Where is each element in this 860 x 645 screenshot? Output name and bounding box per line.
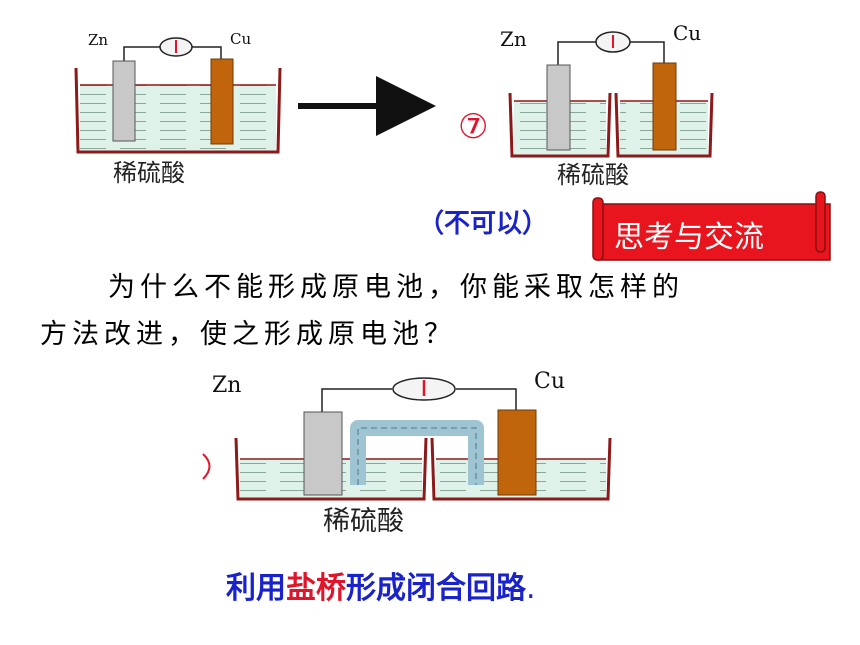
top-right-cell: Zn Cu ⑦ 稀硫酸 <box>458 21 714 189</box>
answer-part-2: 形成闭合回路 <box>346 571 526 606</box>
beaker <box>74 67 282 154</box>
question-line-2: 方法改进，使之形成原电池？ <box>40 319 456 350</box>
zinc-electrode <box>546 64 571 151</box>
badge-scroll-left-roll <box>592 197 604 261</box>
electrolyte-liquid <box>80 85 276 152</box>
discussion-badge <box>592 191 831 261</box>
wire-right <box>192 46 222 60</box>
answer-period: . <box>526 571 536 606</box>
answer-text: 利用盐桥形成闭合回路. <box>226 563 536 607</box>
electrolyte-label: 稀硫酸 <box>113 159 185 187</box>
copper-label: Cu <box>230 30 251 48</box>
electrolyte-label: 稀硫酸 <box>323 506 404 537</box>
copper-electrode <box>497 409 537 496</box>
zinc-electrode <box>112 60 136 142</box>
wire-right <box>630 41 665 64</box>
circled-number: ⑦ <box>458 107 488 147</box>
beaker-left <box>508 92 612 158</box>
answer-highlight: 盐桥 <box>286 571 346 606</box>
zinc-label: Zn <box>88 31 108 49</box>
zinc-electrode <box>303 411 343 496</box>
question-line-1: 为什么不能形成原电池，你能采取怎样的 <box>108 272 684 303</box>
answer-part-1: 利用 <box>226 571 286 606</box>
zinc-label: Zn <box>500 27 527 51</box>
badge-scroll <box>597 203 831 261</box>
wire-left <box>557 41 596 66</box>
electrolyte-label: 稀硫酸 <box>557 161 629 189</box>
bottom-cell: Zn Cu 稀硫酸 <box>202 369 612 537</box>
beaker-right <box>614 92 714 158</box>
wire-right <box>456 388 517 410</box>
copper-electrode <box>210 58 234 145</box>
badge-scroll-right-roll <box>815 191 826 253</box>
copper-label: Cu <box>673 21 701 45</box>
verdict-text: （不可以） <box>418 209 549 239</box>
zinc-label: Zn <box>212 373 241 398</box>
salt-bridge-fill <box>357 427 477 485</box>
wire-left <box>123 46 160 63</box>
circled-number-fragment <box>202 453 211 480</box>
wire-left <box>321 388 392 413</box>
copper-label: Cu <box>534 369 565 394</box>
beaker-right <box>430 437 612 501</box>
top-left-cell: Zn Cu 稀硫酸 <box>74 30 282 187</box>
beaker-left <box>234 437 428 501</box>
discussion-badge-label: 思考与交流 <box>614 220 764 255</box>
copper-electrode <box>652 62 677 151</box>
